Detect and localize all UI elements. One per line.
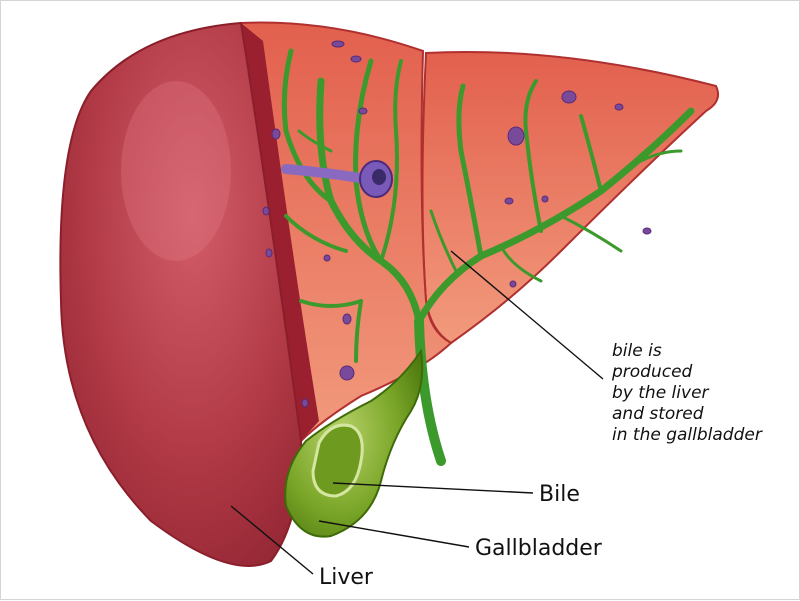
portal-vein [281, 160, 393, 198]
gallbladder-shape [284, 348, 424, 538]
caption-line: and stored [612, 404, 704, 424]
bile-duct-tree [281, 48, 695, 466]
bile-label: Bile [539, 482, 580, 507]
gallbladder-label: Gallbladder [475, 536, 602, 561]
caption-line: produced [612, 362, 693, 382]
leader-lines [230, 250, 604, 575]
caption-line: bile is [612, 341, 662, 361]
liver-highlight [121, 81, 231, 261]
caption-line: in the gallbladder [612, 425, 762, 445]
caption-line: by the liver [612, 383, 709, 403]
liver-edge-band [241, 23, 319, 441]
liver-outer-lobe [59, 21, 303, 567]
blood-vessel-spots [262, 40, 652, 408]
liver-label: Liver [319, 565, 373, 590]
bile-pocket [311, 423, 364, 498]
bile-caption: bile is produced by the liver and stored… [612, 341, 762, 446]
